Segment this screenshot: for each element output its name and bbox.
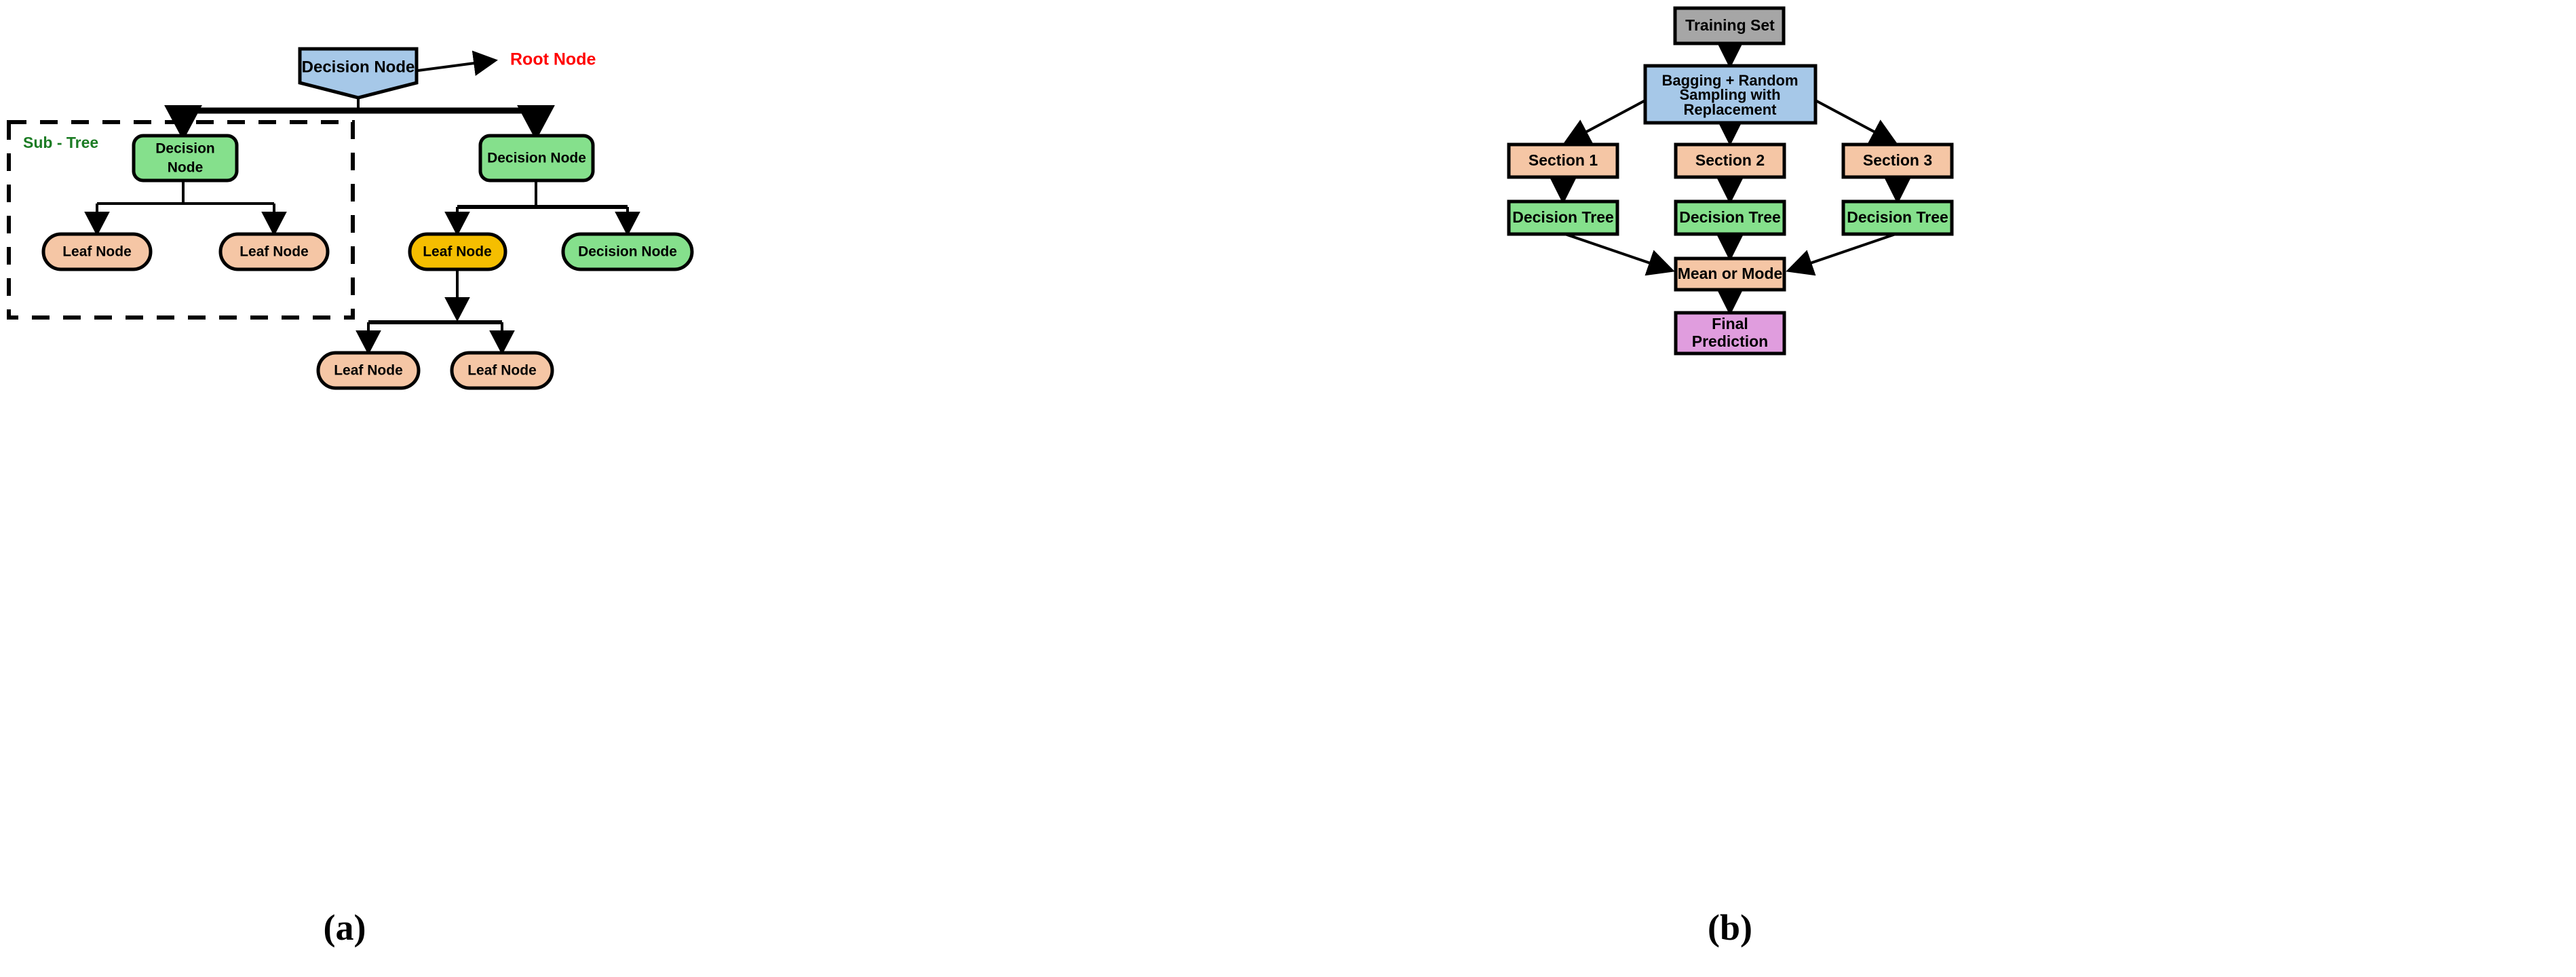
node-leaf-amber[interactable]: Leaf Node	[408, 232, 507, 271]
bagging-shape	[1643, 64, 1818, 125]
final-prediction-shape	[1674, 311, 1786, 356]
decision-left-label-line2: Node	[168, 160, 204, 176]
root-node-label: Decision Node	[302, 58, 415, 76]
decision-tree-3-label: Decision Tree	[1847, 208, 1948, 226]
node-leaf-bottom-left[interactable]: Leaf Node	[316, 351, 421, 390]
section-3-shape	[1841, 142, 1954, 179]
leaf-subtree-right-shape	[218, 232, 330, 271]
bagging-label-line3: Replacement	[1684, 101, 1777, 118]
section-2-shape	[1674, 142, 1786, 179]
node-decision-right[interactable]: Decision Node	[478, 134, 595, 183]
mean-or-mode-shape	[1674, 256, 1786, 292]
node-root-decision-node[interactable]: Decision Node	[298, 47, 419, 100]
node-decision-left[interactable]: Decision Node	[132, 134, 239, 183]
decision-left-shape	[132, 134, 239, 183]
node-decision-tree-2[interactable]: Decision Tree	[1674, 199, 1786, 236]
section-1-shape	[1507, 142, 1619, 179]
decision-tree-2-shape	[1674, 199, 1786, 236]
decision-right-2-shape	[561, 232, 694, 271]
leaf-amber-shape	[408, 232, 507, 271]
leaf-bottom-left-label: Leaf Node	[334, 363, 403, 379]
bagging-label-line2: Sampling with	[1679, 86, 1780, 103]
decision-right-shape	[478, 134, 595, 183]
section-2-label: Section 2	[1695, 151, 1765, 169]
final-prediction-label-line1: Final	[1712, 315, 1748, 332]
training-set-shape	[1673, 6, 1786, 45]
node-decision-right-2[interactable]: Decision Node	[561, 232, 694, 271]
edge-bagging-section1	[1562, 99, 1646, 145]
root-node-annotation: Root Node	[417, 50, 596, 76]
node-section-3[interactable]: Section 3	[1841, 142, 1954, 179]
edge-dnleft-to-leaves	[84, 180, 287, 236]
decision-tree-1-label: Decision Tree	[1512, 208, 1614, 226]
node-training-set[interactable]: Training Set	[1673, 6, 1786, 45]
edge-root-to-children	[164, 96, 555, 141]
edge-amberleaf-to-leaves	[355, 269, 515, 355]
decision-tree-1-shape	[1507, 199, 1619, 236]
panel-b-random-forest: Training Set Bagging + Random Sampling w…	[1507, 6, 1954, 948]
decision-right-label: Decision Node	[487, 151, 586, 166]
decision-left-label-line1: Decision	[155, 141, 215, 157]
decision-tree-2-label: Decision Tree	[1679, 208, 1781, 226]
leaf-subtree-left-label: Leaf Node	[62, 244, 132, 260]
root-node-annotation-label: Root Node	[510, 50, 596, 69]
node-decision-tree-1[interactable]: Decision Tree	[1507, 199, 1619, 236]
bagging-label-line1: Bagging + Random	[1661, 72, 1798, 89]
section-1-label: Section 1	[1529, 151, 1598, 169]
training-set-label: Training Set	[1685, 16, 1775, 34]
node-section-2[interactable]: Section 2	[1674, 142, 1786, 179]
panel-b-edges	[1550, 41, 1911, 315]
edge-tree1-meanmode	[1562, 232, 1675, 276]
sub-tree-label: Sub - Tree	[23, 134, 98, 151]
node-decision-tree-3[interactable]: Decision Tree	[1841, 199, 1954, 236]
leaf-bottom-right-label: Leaf Node	[467, 363, 537, 379]
decision-right-2-label: Decision Node	[578, 244, 677, 260]
node-leaf-bottom-right[interactable]: Leaf Node	[450, 351, 554, 390]
node-section-1[interactable]: Section 1	[1507, 142, 1619, 179]
panel-a-caption: (a)	[324, 907, 366, 948]
root-node-shape	[298, 47, 419, 100]
panel-a-decision-tree: Sub - Tree	[7, 47, 694, 948]
leaf-amber-label: Leaf Node	[423, 244, 492, 260]
leaf-bottom-right-shape	[450, 351, 554, 390]
node-leaf-subtree-left[interactable]: Leaf Node	[41, 232, 153, 271]
edge-tree3-meanmode	[1786, 232, 1898, 276]
node-bagging[interactable]: Bagging + Random Sampling with Replaceme…	[1643, 64, 1818, 125]
decision-tree-3-shape	[1841, 199, 1954, 236]
leaf-subtree-right-label: Leaf Node	[239, 244, 309, 260]
section-3-label: Section 3	[1863, 151, 1932, 169]
mean-or-mode-label: Mean or Mode	[1678, 265, 1783, 282]
leaf-subtree-left-shape	[41, 232, 153, 271]
leaf-bottom-left-shape	[316, 351, 421, 390]
node-mean-or-mode[interactable]: Mean or Mode	[1674, 256, 1786, 292]
edge-bagging-section3	[1815, 99, 1898, 145]
final-prediction-label-line2: Prediction	[1692, 332, 1768, 350]
node-final-prediction[interactable]: Final Prediction	[1674, 311, 1786, 356]
panel-b-caption: (b)	[1708, 907, 1752, 948]
node-leaf-subtree-right[interactable]: Leaf Node	[218, 232, 330, 271]
edge-dnright-to-children	[444, 180, 640, 236]
